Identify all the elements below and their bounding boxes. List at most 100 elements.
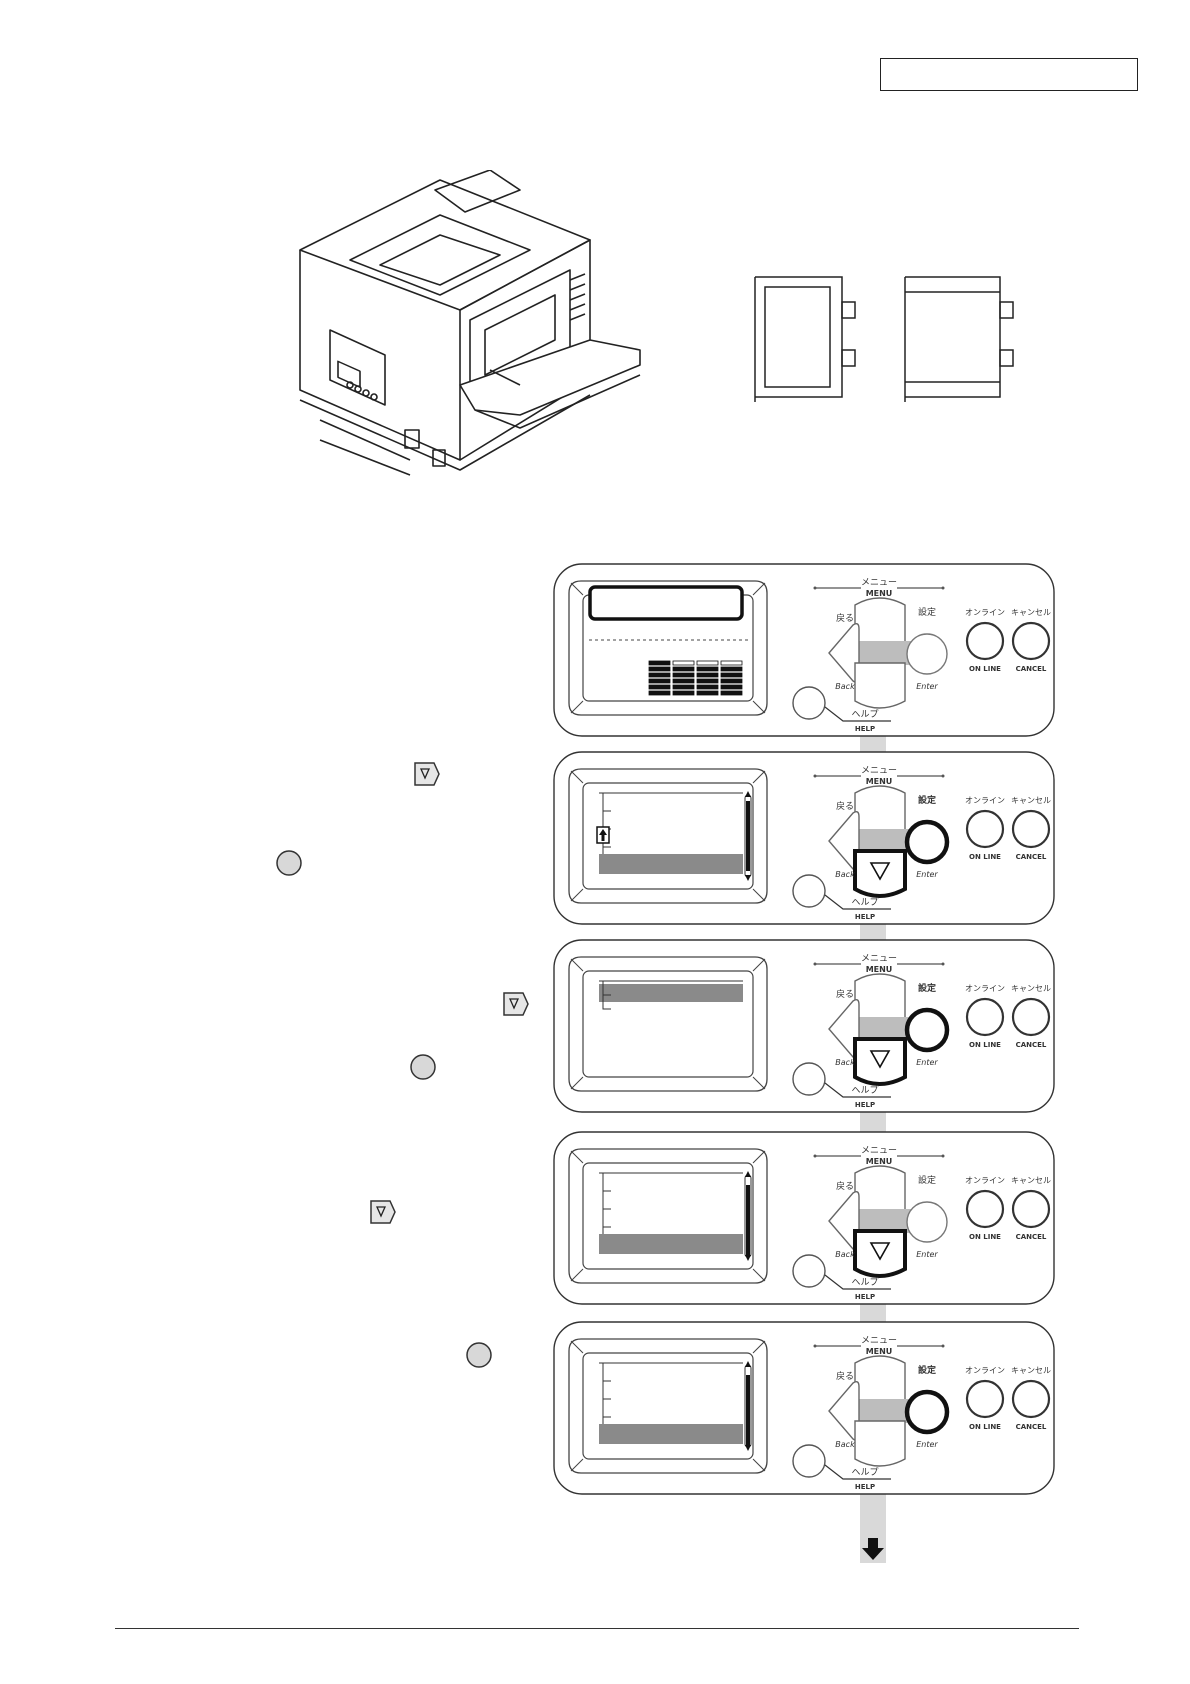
- online-label-en: ON LINE: [969, 1041, 1001, 1049]
- back-label-jp: 戻る: [836, 988, 854, 1000]
- help-label-en: HELP: [855, 913, 875, 921]
- toner-level-bar: [672, 678, 695, 684]
- enter-label-en: Enter: [916, 870, 938, 879]
- up-key[interactable]: [854, 1355, 906, 1402]
- connector-diagram: [754, 276, 1014, 402]
- online-label-jp: オンライン: [965, 796, 1005, 805]
- down-key[interactable]: [853, 1037, 907, 1086]
- help-label-jp: ヘルプ: [851, 897, 878, 908]
- down-triangle-key-icon: [869, 1050, 891, 1069]
- down-key[interactable]: [853, 849, 907, 898]
- enter-key[interactable]: [904, 1007, 950, 1053]
- toner-level-bar: [672, 672, 695, 678]
- toner-level-bar: [720, 690, 743, 696]
- printer-illustration: [299, 170, 641, 476]
- menu-label-en: MENU: [866, 777, 893, 786]
- online-label-en: ON LINE: [969, 853, 1001, 861]
- toner-level-bar: [672, 684, 695, 690]
- toner-level-bar: [720, 660, 743, 666]
- online-label-en: ON LINE: [969, 1233, 1001, 1241]
- cancel-button[interactable]: [1011, 1189, 1051, 1229]
- online-button[interactable]: [965, 809, 1005, 849]
- back-label-jp: 戻る: [836, 612, 854, 624]
- help-button[interactable]: [792, 1444, 826, 1478]
- back-label-en: Back: [835, 1058, 855, 1067]
- help-button[interactable]: [792, 686, 826, 720]
- toner-level-bar: [720, 684, 743, 690]
- online-label-en: ON LINE: [969, 1423, 1001, 1431]
- enter-label-en: Enter: [916, 1440, 938, 1449]
- toner-level-bar: [672, 666, 695, 672]
- toner-level-bar: [720, 678, 743, 684]
- toner-level-bar: [648, 672, 671, 678]
- toner-level-bar: [672, 690, 695, 696]
- help-button[interactable]: [792, 1254, 826, 1288]
- menu-label-jp: メニュー: [861, 1146, 897, 1156]
- online-button[interactable]: [965, 1379, 1005, 1419]
- online-label-jp: オンライン: [965, 984, 1005, 993]
- lcd-status-box: [588, 585, 744, 621]
- lcd-selected-row: [599, 854, 743, 874]
- toner-level-bar: [696, 672, 719, 678]
- cancel-label-jp: キャンセル: [1011, 608, 1051, 617]
- enter-label-en: Enter: [916, 682, 938, 691]
- cancel-label-jp: キャンセル: [1011, 796, 1051, 805]
- help-label-jp: ヘルプ: [851, 1467, 878, 1478]
- help-label-en: HELP: [855, 1483, 875, 1491]
- back-label-jp: 戻る: [836, 800, 854, 812]
- menu-label-jp: メニュー: [861, 766, 897, 776]
- cancel-button[interactable]: [1011, 1379, 1051, 1419]
- toner-level-bar: [720, 666, 743, 672]
- down-key[interactable]: [854, 662, 906, 709]
- cancel-button[interactable]: [1011, 997, 1051, 1037]
- up-key[interactable]: [854, 973, 906, 1020]
- cancel-label-en: CANCEL: [1016, 1041, 1047, 1049]
- enter-label-jp: 設定: [918, 982, 937, 994]
- help-label-en: HELP: [855, 1293, 875, 1301]
- cancel-button[interactable]: [1011, 621, 1051, 661]
- up-key[interactable]: [854, 597, 906, 644]
- toner-level-bar: [648, 684, 671, 690]
- down-key[interactable]: [853, 1229, 907, 1278]
- help-button[interactable]: [792, 874, 826, 908]
- toner-level-bar: [672, 660, 695, 666]
- help-button[interactable]: [792, 1062, 826, 1096]
- enter-key[interactable]: [906, 1201, 948, 1243]
- back-label-en: Back: [835, 1250, 855, 1259]
- cancel-label-en: CANCEL: [1016, 1233, 1047, 1241]
- online-button[interactable]: [965, 621, 1005, 661]
- up-key[interactable]: [854, 1165, 906, 1212]
- arrow-down-icon: [862, 1538, 884, 1560]
- menu-label-en: MENU: [866, 965, 893, 974]
- down-triangle-key-icon: [503, 992, 529, 1016]
- help-label-jp: ヘルプ: [851, 709, 878, 720]
- enter-label-en: Enter: [916, 1250, 938, 1259]
- back-label-en: Back: [835, 682, 855, 691]
- back-label-jp: 戻る: [836, 1180, 854, 1192]
- enter-label-jp: 設定: [918, 794, 937, 806]
- down-key[interactable]: [854, 1420, 906, 1467]
- enter-key[interactable]: [906, 633, 948, 675]
- cancel-label-jp: キャンセル: [1011, 1366, 1051, 1375]
- online-label-en: ON LINE: [969, 665, 1001, 673]
- toner-level-bar: [696, 690, 719, 696]
- toner-level-bar: [696, 684, 719, 690]
- round-enter-key-icon: [276, 850, 302, 876]
- up-key[interactable]: [854, 785, 906, 832]
- footer-rule: [115, 1628, 1079, 1629]
- toner-level-bar: [648, 678, 671, 684]
- menu-label-en: MENU: [866, 589, 893, 598]
- toner-level-bar: [648, 660, 671, 666]
- round-enter-key-icon: [466, 1342, 492, 1368]
- help-label-en: HELP: [855, 725, 875, 733]
- enter-key[interactable]: [904, 819, 950, 865]
- online-button[interactable]: [965, 1189, 1005, 1229]
- online-button[interactable]: [965, 997, 1005, 1037]
- enter-key[interactable]: [904, 1389, 950, 1435]
- back-label-jp: 戻る: [836, 1370, 854, 1382]
- cancel-button[interactable]: [1011, 809, 1051, 849]
